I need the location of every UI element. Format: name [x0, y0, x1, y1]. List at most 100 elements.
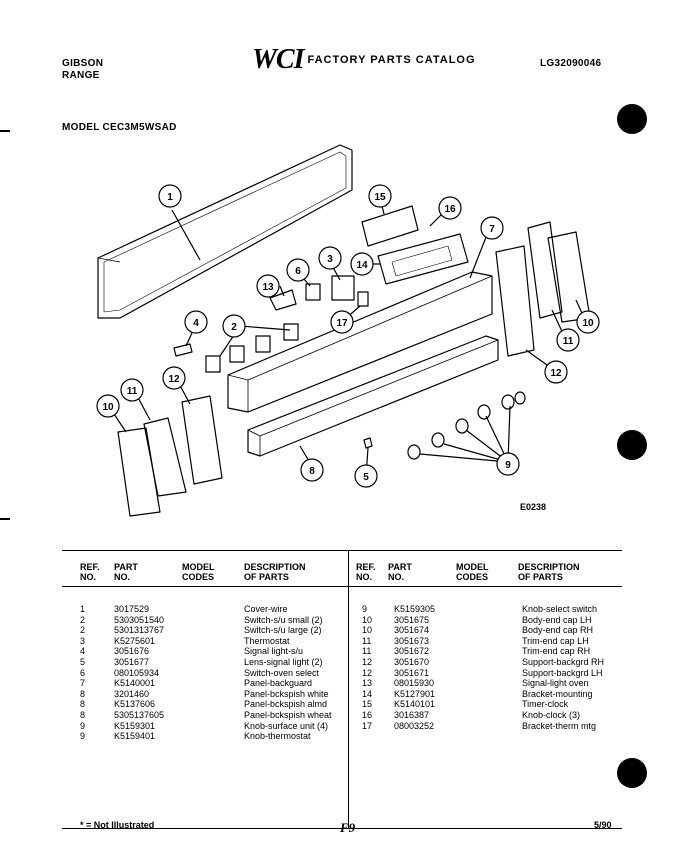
part-switch-3 — [255, 335, 271, 353]
cell-part: 3051675 — [394, 614, 430, 625]
binder-hole-bottom — [617, 758, 647, 788]
cell-desc: Switch-oven select — [244, 667, 320, 678]
cell-codes — [460, 646, 522, 657]
callout-10-left: 10 — [102, 402, 114, 413]
part-cover-wire — [97, 144, 353, 319]
cell-ref: 14 — [362, 688, 373, 699]
cell-codes — [460, 710, 522, 721]
cell-codes — [180, 699, 244, 710]
cell-ref: 13 — [362, 678, 373, 689]
cell-codes — [180, 625, 244, 636]
part-bracket-mounting — [377, 233, 469, 285]
part-lens — [363, 437, 373, 449]
product-type: RANGE — [62, 70, 100, 81]
cell-part: K5140101 — [394, 699, 436, 710]
cell-part: 3051672 — [394, 646, 430, 657]
cell-codes — [460, 689, 522, 700]
cell-desc: Body-end cap LH — [522, 614, 592, 625]
callout-6: 6 — [295, 266, 301, 277]
table-center-divider — [348, 550, 349, 828]
part-support-right — [495, 245, 535, 357]
cell-codes — [460, 625, 522, 636]
catalog-number: LG32090046 — [540, 58, 602, 69]
not-illustrated-note: * = Not Illustrated — [80, 820, 155, 830]
cell-codes — [180, 721, 244, 732]
table-header-rule — [62, 586, 622, 587]
part-knob-5 — [501, 394, 515, 410]
cell-part: K5159401 — [114, 731, 156, 742]
part-switch-1 — [205, 355, 221, 373]
exploded-parts-diagram: 1 2 3 4 5 6 7 8 9 10 11 12 13 14 15 16 1… — [96, 144, 600, 517]
cell-part: 3051671 — [394, 667, 430, 678]
cell-codes — [460, 668, 522, 679]
part-endcap-left — [117, 427, 161, 517]
cell-part: 080105934 — [114, 667, 160, 678]
part-timer-clock — [361, 205, 419, 247]
cell-codes — [180, 710, 244, 721]
cell-part: 5301313767 — [114, 625, 165, 636]
part-bracket-therm — [357, 291, 369, 307]
cell-ref: 9 — [80, 720, 86, 731]
callout-3: 3 — [327, 254, 333, 265]
cell-part: 3201460 — [114, 688, 150, 699]
callout-8: 8 — [309, 466, 315, 477]
cell-desc: Support-backgrd RH — [522, 656, 605, 667]
part-signal-light-su — [173, 343, 193, 357]
cell-desc: Signal-light oven — [522, 678, 589, 689]
cell-codes — [460, 636, 522, 647]
binder-hole-middle — [617, 430, 647, 460]
cell-desc: Panel-bckspish almd — [244, 699, 328, 710]
cell-ref: 15 — [362, 699, 373, 710]
cell-part: 3016387 — [394, 709, 430, 720]
cell-ref: 12 — [362, 667, 373, 678]
cell-ref: 4 — [80, 646, 86, 657]
callout-1: 1 — [167, 192, 173, 203]
diagram-code: E0238 — [520, 502, 546, 512]
part-backsplash-panel — [247, 335, 499, 457]
cell-ref: 7 — [80, 678, 86, 689]
cell-part: K5159301 — [114, 720, 156, 731]
table-bottom-rule — [62, 828, 622, 829]
cell-ref: 9 — [80, 731, 86, 742]
cell-part: 3051670 — [394, 656, 430, 667]
cell-desc: Body-end cap RH — [522, 625, 594, 636]
cell-codes — [460, 699, 522, 710]
cell-codes — [180, 615, 244, 626]
cell-desc: Panel-bckspish wheat — [244, 709, 332, 720]
part-switch-2 — [229, 345, 245, 363]
margin-tick-bottom — [0, 518, 10, 520]
cell-part: 5305137605 — [114, 709, 165, 720]
cell-desc: Knob-clock (3) — [522, 709, 581, 720]
cell-part: K5140001 — [114, 678, 156, 689]
callout-12-left: 12 — [168, 374, 180, 385]
cell-ref: 16 — [362, 709, 373, 720]
callout-12-right: 12 — [550, 368, 562, 379]
callout-5: 5 — [363, 472, 369, 483]
cell-desc: Switch-s/u small (2) — [244, 614, 323, 625]
cell-codes — [180, 668, 244, 679]
model-label: MODEL CEC3M5WSAD — [62, 122, 177, 133]
cell-ref: 3 — [80, 635, 86, 646]
cell-codes — [180, 678, 244, 689]
page-number: F9 — [340, 820, 356, 835]
cell-codes — [460, 657, 522, 668]
callout-9: 9 — [505, 460, 511, 471]
cell-codes — [180, 731, 244, 742]
